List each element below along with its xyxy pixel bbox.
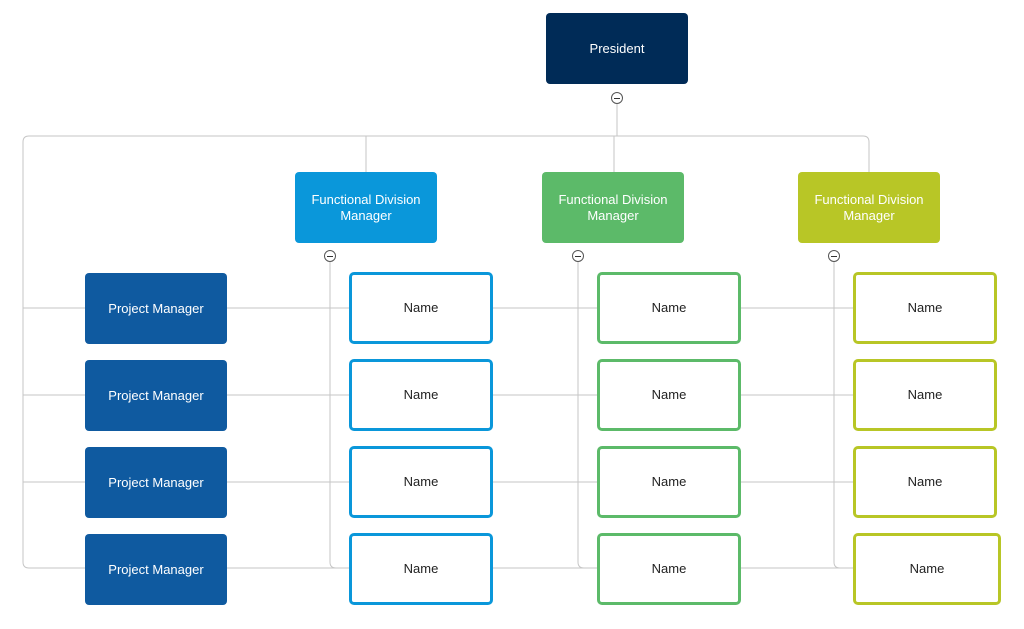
name-node[interactable]: Name (853, 446, 997, 518)
project-manager-label: Project Manager (108, 300, 204, 316)
name-node[interactable]: Name (349, 446, 493, 518)
division-manager-label: Functional Division Manager (558, 191, 668, 223)
collapse-toggle-icon[interactable] (572, 250, 584, 262)
name-label: Name (651, 387, 687, 402)
division-manager-node[interactable]: Functional Division Manager (295, 172, 437, 243)
president-label: President (589, 40, 645, 56)
name-label: Name (907, 387, 943, 402)
project-manager-label: Project Manager (108, 387, 204, 403)
name-label: Name (403, 561, 439, 576)
project-manager-node[interactable]: Project Manager (85, 447, 227, 518)
project-manager-label: Project Manager (108, 474, 204, 490)
president-node[interactable]: President (546, 13, 688, 84)
project-manager-node[interactable]: Project Manager (85, 534, 227, 605)
name-node[interactable]: Name (597, 446, 741, 518)
name-node[interactable]: Name (349, 272, 493, 344)
name-label: Name (403, 387, 439, 402)
name-label: Name (651, 300, 687, 315)
division-manager-node[interactable]: Functional Division Manager (798, 172, 940, 243)
name-node[interactable]: Name (597, 359, 741, 431)
collapse-toggle-icon[interactable] (828, 250, 840, 262)
name-node[interactable]: Name (349, 533, 493, 605)
collapse-toggle-icon[interactable] (611, 92, 623, 104)
name-node[interactable]: Name (853, 359, 997, 431)
division-manager-node[interactable]: Functional Division Manager (542, 172, 684, 243)
project-manager-node[interactable]: Project Manager (85, 360, 227, 431)
name-node[interactable]: Name (349, 359, 493, 431)
name-label: Name (907, 474, 943, 489)
name-node[interactable]: Name (597, 533, 741, 605)
name-node[interactable]: Name (597, 272, 741, 344)
name-label: Name (403, 474, 439, 489)
collapse-toggle-icon[interactable] (324, 250, 336, 262)
name-label: Name (651, 474, 687, 489)
name-node[interactable]: Name (853, 533, 1001, 605)
name-label: Name (907, 300, 943, 315)
name-label: Name (651, 561, 687, 576)
name-label: Name (403, 300, 439, 315)
name-label: Name (909, 561, 945, 576)
project-manager-label: Project Manager (108, 561, 204, 577)
division-manager-label: Functional Division Manager (311, 191, 421, 223)
project-manager-node[interactable]: Project Manager (85, 273, 227, 344)
division-manager-label: Functional Division Manager (814, 191, 924, 223)
name-node[interactable]: Name (853, 272, 997, 344)
